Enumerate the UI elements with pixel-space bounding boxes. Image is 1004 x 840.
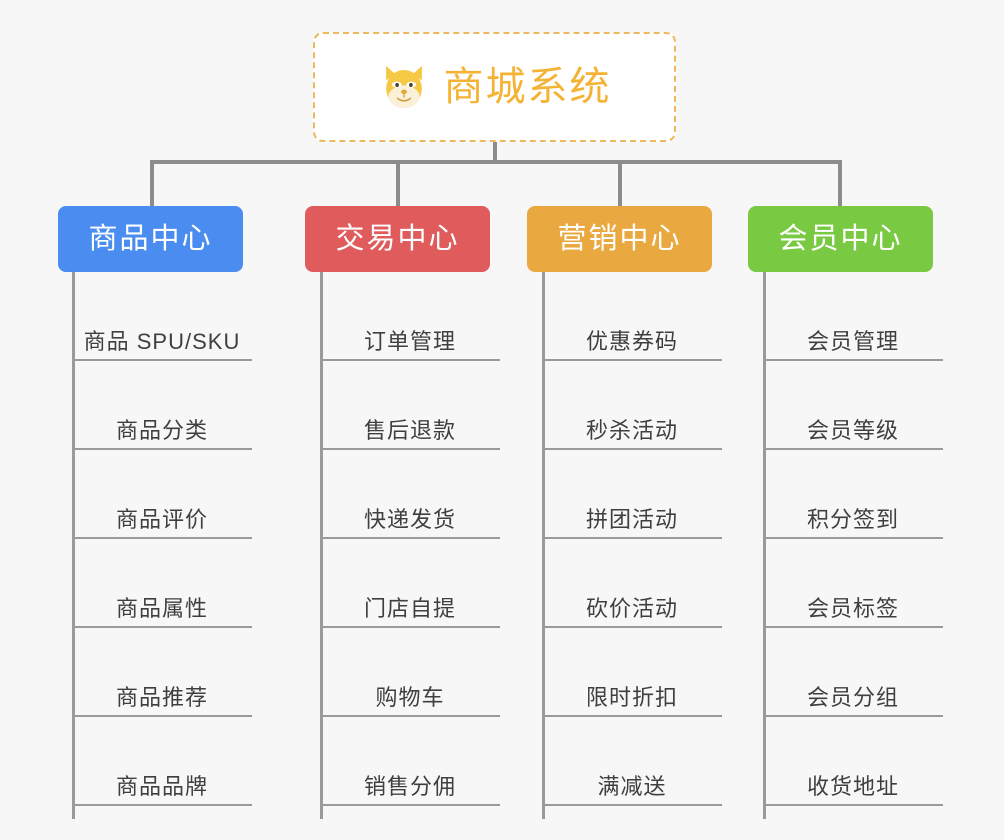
leaf-item[interactable]: 商品品牌 — [72, 717, 252, 806]
leaf-item[interactable]: 订单管理 — [320, 272, 500, 361]
leaf-spine — [72, 272, 75, 819]
leaf-label: 满减送 — [597, 773, 667, 799]
category-label: 交易中心 — [335, 222, 460, 255]
leaf-item[interactable]: 优惠券码 — [542, 272, 722, 361]
connector-drop-1 — [150, 160, 154, 206]
leaf-spine — [542, 272, 545, 819]
leaf-label: 会员标签 — [806, 595, 899, 621]
connector-drop-3 — [618, 160, 622, 206]
leaf-spine — [320, 272, 323, 819]
leaf-item[interactable]: 门店自提 — [320, 539, 500, 628]
leaf-label: 售后退款 — [363, 417, 456, 443]
leaf-label: 商品评价 — [115, 506, 208, 532]
leaf-item[interactable]: 销售分佣 — [320, 717, 500, 806]
connector-drop-4 — [838, 160, 842, 206]
category-box-member-center[interactable]: 会员中心 — [748, 206, 933, 272]
leaf-label: 销售分佣 — [363, 773, 456, 799]
leaf-label: 门店自提 — [363, 595, 456, 621]
leaf-label: 秒杀活动 — [585, 417, 678, 443]
leaf-label: 订单管理 — [363, 328, 456, 354]
leaf-item[interactable]: 商品 SPU/SKU — [72, 272, 252, 361]
root-node[interactable]: 商城系统 — [313, 32, 676, 142]
leaf-label: 限时折扣 — [585, 684, 678, 710]
leaf-item[interactable]: 会员分组 — [763, 628, 943, 717]
leaf-item[interactable]: 商品分类 — [72, 361, 252, 450]
leaf-item[interactable]: 收货地址 — [763, 717, 943, 806]
leaf-item[interactable]: 拼团活动 — [542, 450, 722, 539]
leaf-item[interactable]: 会员标签 — [763, 539, 943, 628]
leaf-item[interactable]: 秒杀活动 — [542, 361, 722, 450]
leaf-label: 会员分组 — [806, 684, 899, 710]
leaf-label: 积分签到 — [806, 506, 899, 532]
leaf-item[interactable]: 售后退款 — [320, 361, 500, 450]
leaf-label: 拼团活动 — [585, 506, 678, 532]
leaf-label: 会员管理 — [806, 328, 899, 354]
leaf-spine — [763, 272, 766, 819]
connector-horizontal-bar — [150, 160, 842, 164]
category-label: 会员中心 — [778, 222, 903, 255]
category-box-trade-center[interactable]: 交易中心 — [305, 206, 490, 272]
leaf-label: 商品品牌 — [115, 773, 208, 799]
leaf-item[interactable]: 会员管理 — [763, 272, 943, 361]
leaf-label: 商品分类 — [115, 417, 208, 443]
leaf-label: 优惠券码 — [585, 328, 678, 354]
leaf-label: 砍价活动 — [585, 595, 678, 621]
leaf-item[interactable]: 限时折扣 — [542, 628, 722, 717]
leaf-label: 购物车 — [375, 684, 445, 710]
leaf-item[interactable]: 商品推荐 — [72, 628, 252, 717]
leaf-label: 会员等级 — [806, 417, 899, 443]
leaf-item[interactable]: 砍价活动 — [542, 539, 722, 628]
category-label: 商品中心 — [88, 222, 213, 255]
connector-root-stem — [493, 142, 497, 164]
leaf-item[interactable]: 购物车 — [320, 628, 500, 717]
connector-drop-2 — [396, 160, 400, 206]
leaf-label: 收货地址 — [806, 773, 899, 799]
leaf-label: 商品属性 — [115, 595, 208, 621]
leaf-label: 商品 SPU/SKU — [83, 328, 241, 354]
category-box-product-center[interactable]: 商品中心 — [58, 206, 243, 272]
leaf-item[interactable]: 快递发货 — [320, 450, 500, 539]
leaf-item[interactable]: 商品评价 — [72, 450, 252, 539]
shiba-dog-icon — [385, 65, 422, 109]
root-label: 商城系统 — [443, 65, 612, 109]
leaf-label: 商品推荐 — [115, 684, 208, 710]
leaf-label: 快递发货 — [363, 506, 456, 532]
leaf-item[interactable]: 积分签到 — [763, 450, 943, 539]
category-label: 营销中心 — [557, 222, 682, 255]
category-box-marketing-center[interactable]: 营销中心 — [527, 206, 712, 272]
leaf-item[interactable]: 满减送 — [542, 717, 722, 806]
leaf-item[interactable]: 会员等级 — [763, 361, 943, 450]
leaf-item[interactable]: 商品属性 — [72, 539, 252, 628]
